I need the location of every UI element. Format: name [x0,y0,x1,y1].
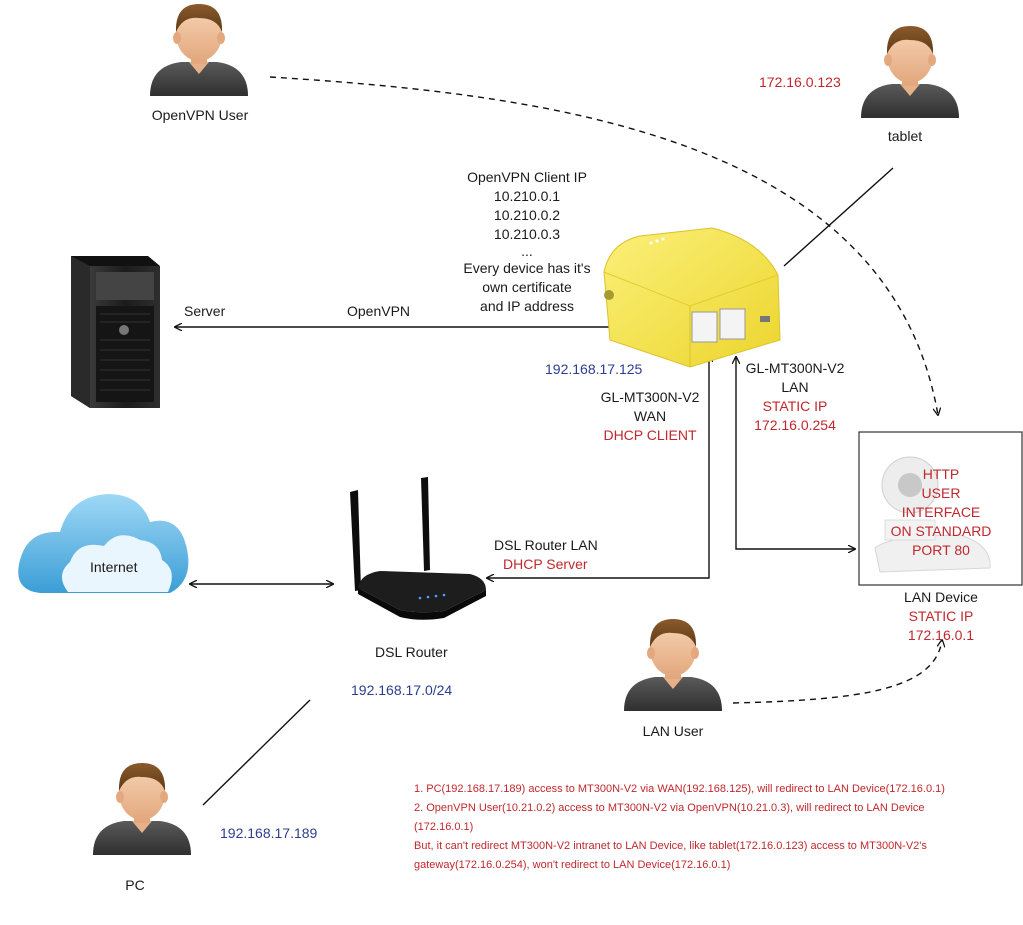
lan-device-box [858,431,1023,586]
lan-port: LAN [781,379,809,395]
lan-model: GL-MT300N-V2 [745,360,845,376]
lan-user-person-icon [624,619,722,711]
note-line: But, it can't redirect MT300N-V2 intrane… [414,840,927,852]
lan-device-ip: 172.16.0.1 [907,627,975,643]
lan-device-mode: STATIC IP [908,608,974,624]
pc-to-dsl-line [202,699,311,806]
lan-block: GL-MT300N-V2 LAN STATIC IP 172.16.0.254 [733,359,857,435]
dhcp-server-label: DHCP Server [503,556,588,572]
pc-person-icon [93,763,191,855]
server-label: Server [184,303,226,319]
wan-link-arrow [487,355,709,578]
openvpn-client-line: ... [521,243,533,259]
note-line: gateway(172.16.0.254), won't redirect to… [414,859,731,871]
gl-mt300n-router-icon [603,227,781,368]
lan-device-title: LAN Device [904,589,978,605]
openvpn-client-line: Every device has it's [463,260,591,276]
connections [175,76,942,806]
note-line: (172.16.0.1) [414,821,474,833]
openvpn-client-line: 10.210.0.2 [493,207,561,223]
tablet-label: tablet [887,128,923,144]
openvpn-user-label: OpenVPN User [151,107,249,123]
openvpn-client-line: OpenVPN Client IP [467,169,587,185]
wan-port: WAN [633,408,667,424]
openvpn-client-block: OpenVPN Client IP 10.210.0.1 10.210.0.2 … [454,168,600,316]
lan-link-arrow [736,357,855,549]
openvpn-client-line: own certificate [482,279,572,295]
pc-ip-label: 192.168.17.189 [220,825,318,841]
server-tower-icon [71,256,160,408]
internet-label: Internet [90,559,138,575]
lan-user-to-lan-device-dashed [732,640,942,704]
http-interface-block: HTTP USER INTERFACE ON STANDARD PORT 80 [880,465,1002,560]
openvpn-client-line: 10.210.0.3 [493,226,561,242]
note-line: 1. PC(192.168.17.189) access to MT300N-V… [414,783,945,795]
pc-label: PC [125,877,145,893]
dsl-router-lan-label: DSL Router LAN [494,537,598,553]
wan-mode: DHCP CLIENT [603,427,697,443]
openvpn-client-line: 10.210.0.1 [493,188,561,204]
wan-ip: 192.168.17.125 [545,361,643,377]
openvpn-user-to-lan-device-dashed [269,76,938,415]
dsl-router-label: DSL Router [375,644,448,660]
tablet-ip: 172.16.0.123 [759,74,841,90]
lan-device-block: LAN Device STATIC IP 172.16.0.1 [880,588,1002,645]
notes-block: 1. PC(192.168.17.189) access to MT300N-V… [414,780,945,875]
http-line: PORT 80 [912,542,970,558]
openvpn-user-person-icon [150,4,248,96]
dsl-subnet-label: 192.168.17.0/24 [351,682,453,698]
http-line: ON STANDARD [890,523,992,539]
dsl-router-icon [350,477,486,620]
http-line: USER [921,485,961,501]
lan-ip: 172.16.0.254 [754,417,836,433]
tablet-to-router-line [783,167,894,267]
openvpn-client-line: and IP address [480,298,574,314]
wan-model: GL-MT300N-V2 [600,389,700,405]
wan-block: GL-MT300N-V2 WAN DHCP CLIENT [588,388,712,445]
lan-mode: STATIC IP [762,398,828,414]
internet-cloud-icon [18,494,189,593]
http-line: INTERFACE [901,504,981,520]
tablet-person-icon [861,26,959,118]
lan-user-label: LAN User [642,723,704,739]
openvpn-label: OpenVPN [347,303,411,319]
note-line: 2. OpenVPN User(10.21.0.2) access to MT3… [414,802,925,814]
http-line: HTTP [922,466,960,482]
